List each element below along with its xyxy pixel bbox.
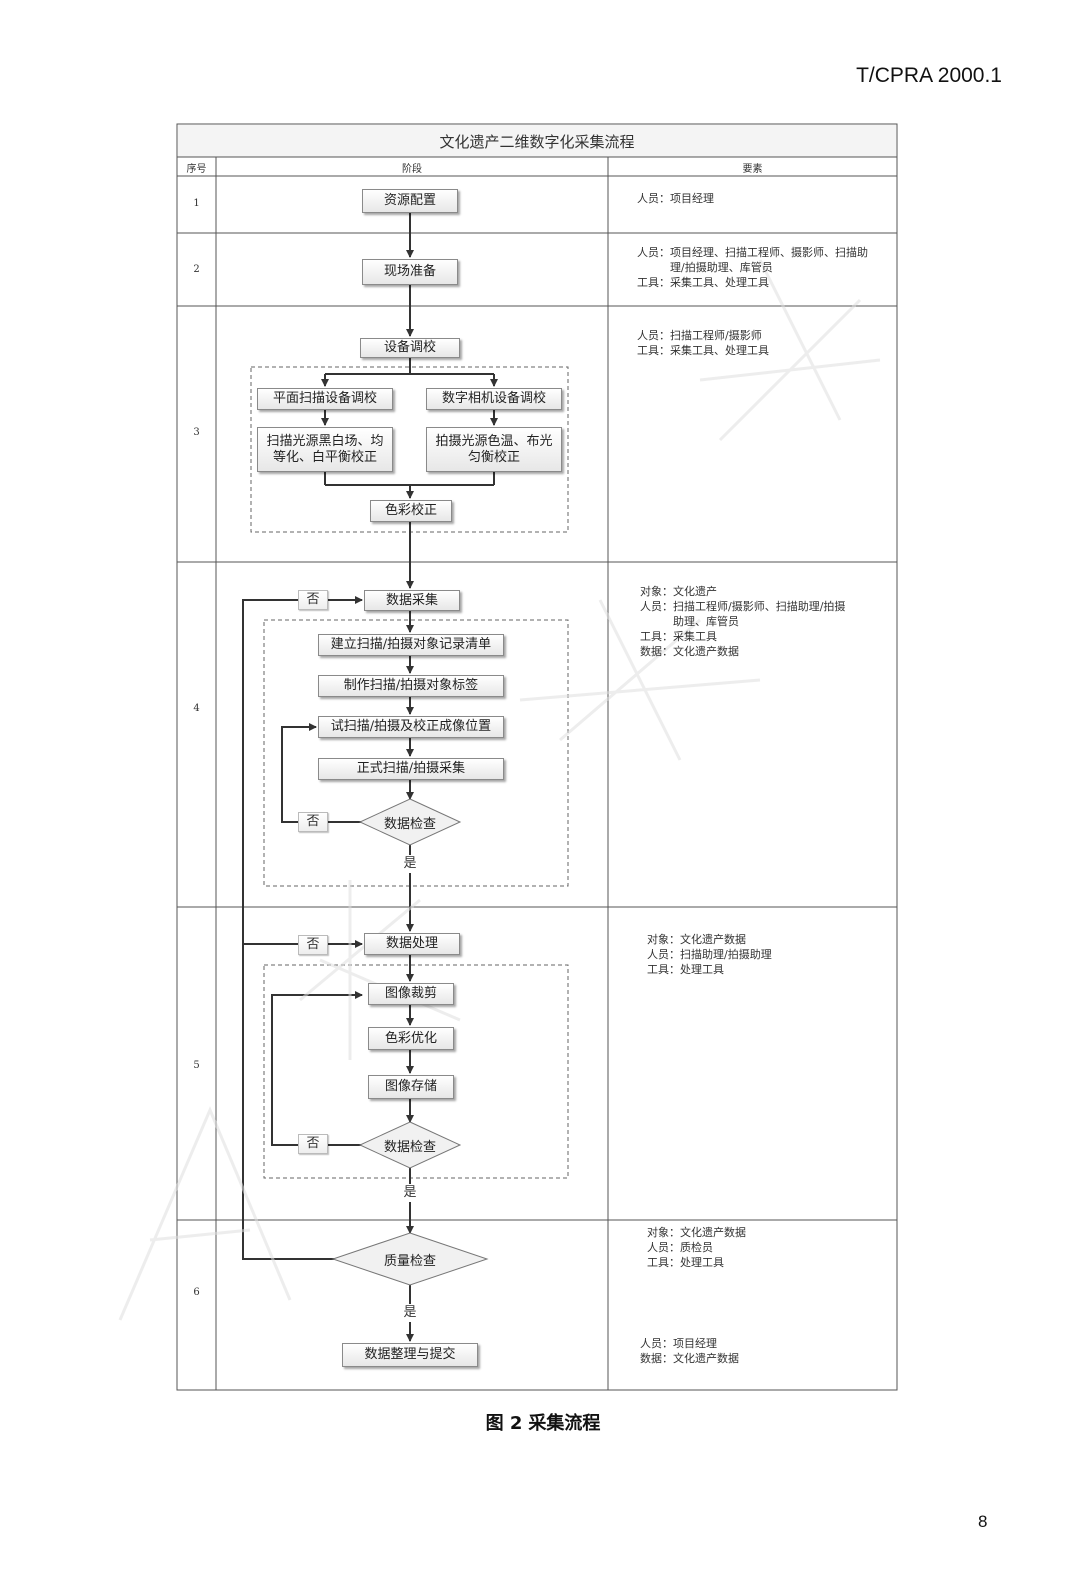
elements-row-5-line-3: 工具：处理工具 (647, 963, 724, 976)
elements-row-5-line-1: 对象：文化遗产数据 (647, 933, 746, 946)
row-number-4: 4 (193, 703, 200, 714)
label-yes-check-2: 是 (400, 1184, 420, 1202)
standard-code: T/CPRA 2000.1 (856, 64, 1002, 87)
node-scan-light-calib: 扫描光源黑白场、均 等化、白平衡校正 (257, 427, 393, 472)
column-header-stage: 阶段 (402, 164, 422, 175)
elements-row-6b: 人员：项目经理 数据：文化遗产数据 (640, 1336, 739, 1366)
node-formal-scan: 正式扫描/拍摄采集 (318, 758, 504, 780)
node-data-check-2: 数据检查 (383, 1140, 436, 1155)
row-number-1: 1 (193, 198, 200, 209)
elements-row-1: 人员：项目经理 (637, 191, 714, 206)
table-title: 文化遗产二维数字化采集流程 (439, 133, 635, 151)
elements-row-6a: 对象：文化遗产数据 人员：质检员 工具：处理工具 (647, 1225, 746, 1270)
elements-row-3-line-2: 工具：采集工具、处理工具 (637, 344, 769, 357)
elements-row-4-line-3: 助理、库管员 (640, 615, 739, 628)
elements-row-2: 人员：项目经理、扫描工程师、摄影师、扫描助 理/拍摄助理、库管员 工具：采集工具… (637, 245, 868, 290)
elements-row-6a-line-3: 工具：处理工具 (647, 1256, 724, 1269)
column-header-elements: 要素 (742, 164, 763, 175)
node-build-list: 建立扫描/拍摄对象记录清单 (318, 634, 504, 656)
column-header-seq: 序号 (186, 164, 207, 175)
node-color-optimize: 色彩优化 (368, 1027, 454, 1050)
elements-row-6b-line-1: 人员：项目经理 (640, 1337, 717, 1350)
row-number-6: 6 (193, 1287, 200, 1298)
elements-row-6a-line-2: 人员：质检员 (647, 1241, 713, 1254)
elements-row-4-line-5: 数据：文化遗产数据 (640, 645, 739, 658)
elements-row-4-line-4: 工具：采集工具 (640, 630, 717, 643)
node-image-storage: 图像存储 (368, 1075, 454, 1099)
node-image-crop: 图像裁剪 (368, 983, 454, 1005)
label-yes-check-1: 是 (400, 855, 420, 873)
node-data-check-1: 数据检查 (383, 817, 436, 832)
label-no-check-1: 否 (298, 812, 328, 832)
figure-number: 图 2 (485, 1413, 523, 1434)
row-number-3: 3 (193, 427, 200, 438)
label-no-processing: 否 (298, 935, 328, 955)
node-make-label: 制作扫描/拍摄对象标签 (318, 675, 504, 697)
node-shoot-light-calib: 拍摄光源色温、布光 匀衡校正 (426, 427, 562, 472)
page-number: 8 (978, 1512, 988, 1531)
elements-row-4-line-1: 对象：文化遗产 (640, 585, 717, 598)
elements-row-1-line-1: 人员：项目经理 (637, 192, 714, 205)
node-trial-scan: 试扫描/拍摄及校正成像位置 (318, 716, 504, 738)
node-digital-cam-calib: 数字相机设备调校 (426, 388, 562, 410)
label-no-collection: 否 (298, 590, 328, 610)
row-number-5: 5 (193, 1060, 200, 1071)
figure-title: 采集流程 (528, 1413, 601, 1434)
node-data-processing: 数据处理 (364, 933, 460, 955)
elements-row-2-line-1: 人员：项目经理、扫描工程师、摄影师、扫描助 (637, 246, 868, 259)
elements-row-4-line-2: 人员：扫描工程师/摄影师、扫描助理/拍摄 (640, 600, 846, 613)
node-equipment-calib: 设备调校 (360, 338, 460, 358)
elements-row-6b-line-2: 数据：文化遗产数据 (640, 1352, 739, 1365)
label-yes-quality: 是 (400, 1304, 420, 1322)
node-shoot-light-line1: 拍摄光源色温、布光 (435, 433, 553, 449)
node-scan-light-line1: 扫描光源黑白场、均 (266, 433, 384, 449)
node-shoot-light-line2: 匀衡校正 (467, 449, 520, 465)
elements-row-5: 对象：文化遗产数据 人员：扫描助理/拍摄助理 工具：处理工具 (647, 932, 772, 977)
elements-row-3: 人员：扫描工程师/摄影师 工具：采集工具、处理工具 (637, 328, 769, 358)
elements-row-6a-line-1: 对象：文化遗产数据 (647, 1226, 746, 1239)
label-no-check-2: 否 (298, 1134, 328, 1154)
row-number-2: 2 (193, 264, 200, 275)
elements-row-2-line-3: 工具：采集工具、处理工具 (637, 276, 769, 289)
node-flat-scan-calib: 平面扫描设备调校 (257, 388, 393, 410)
node-quality-check: 质量检查 (383, 1254, 436, 1269)
node-site-prep: 现场准备 (362, 259, 458, 285)
elements-row-4: 对象：文化遗产 人员：扫描工程师/摄影师、扫描助理/拍摄 助理、库管员 工具：采… (640, 584, 845, 659)
node-organize-submit: 数据整理与提交 (342, 1343, 478, 1367)
elements-row-3-line-1: 人员：扫描工程师/摄影师 (637, 329, 762, 342)
node-data-collection: 数据采集 (364, 590, 460, 611)
node-scan-light-line2: 等化、白平衡校正 (272, 449, 377, 465)
node-resource-config: 资源配置 (362, 189, 458, 213)
elements-row-2-line-2: 理/拍摄助理、库管员 (637, 261, 773, 274)
elements-row-5-line-2: 人员：扫描助理/拍摄助理 (647, 948, 772, 961)
node-color-correction: 色彩校正 (370, 500, 452, 522)
